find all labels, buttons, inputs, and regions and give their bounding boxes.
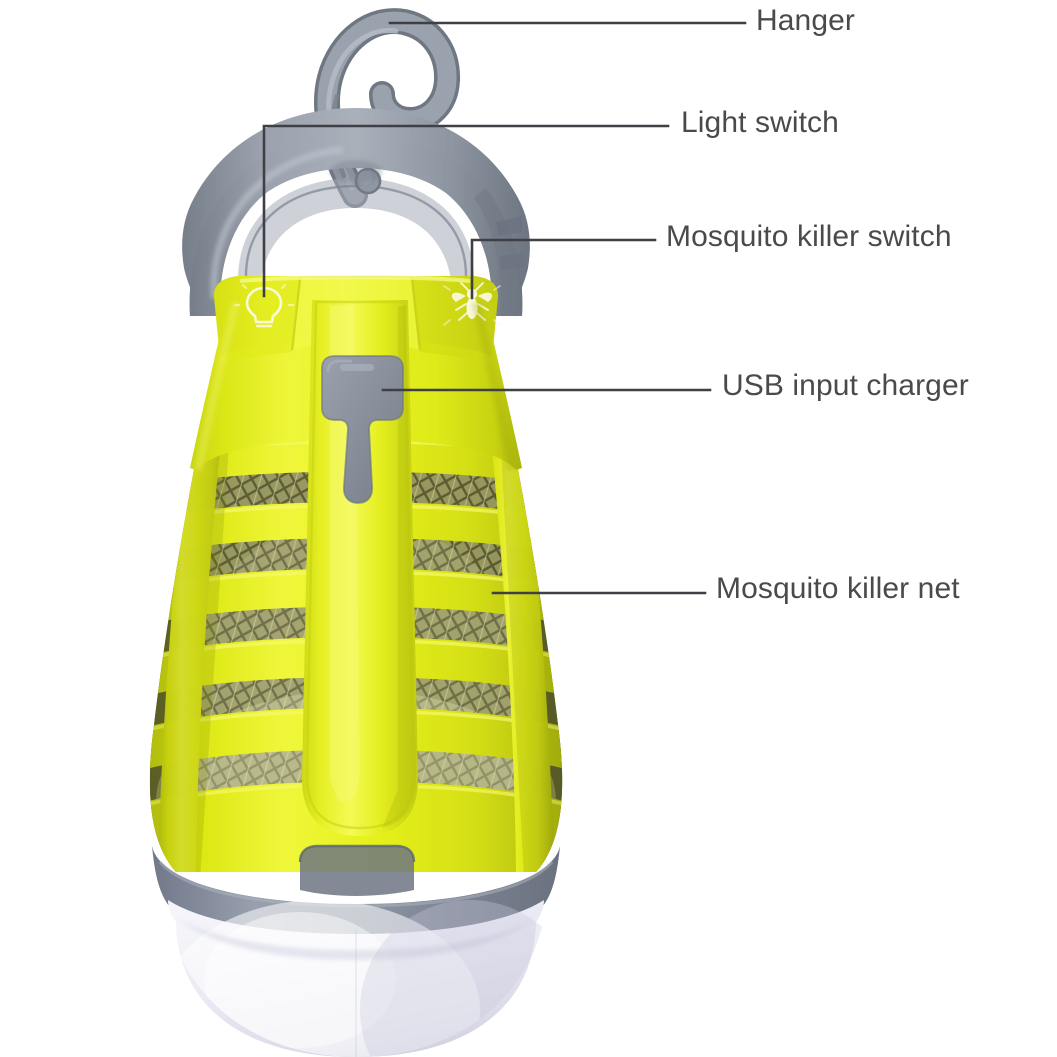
- leader-line-mosquito-killer-switch: [470, 238, 657, 300]
- usb-port-cover[interactable]: [321, 355, 404, 504]
- callout-label-light-switch: Light switch: [681, 106, 839, 139]
- center-column: [302, 300, 418, 836]
- callout-label-usb-input-charger: USB input charger: [722, 369, 969, 402]
- callout-label-mosquito-killer-net: Mosquito killer net: [716, 572, 960, 605]
- leader-line-light-switch: [262, 124, 670, 298]
- callout-label-hanger: Hanger: [756, 4, 855, 37]
- lantern-body: [149, 275, 563, 1057]
- diffuser-dome: [164, 900, 548, 1057]
- handle-ring: [182, 108, 530, 320]
- callout-label-mosquito-killer-switch: Mosquito killer switch: [666, 220, 952, 253]
